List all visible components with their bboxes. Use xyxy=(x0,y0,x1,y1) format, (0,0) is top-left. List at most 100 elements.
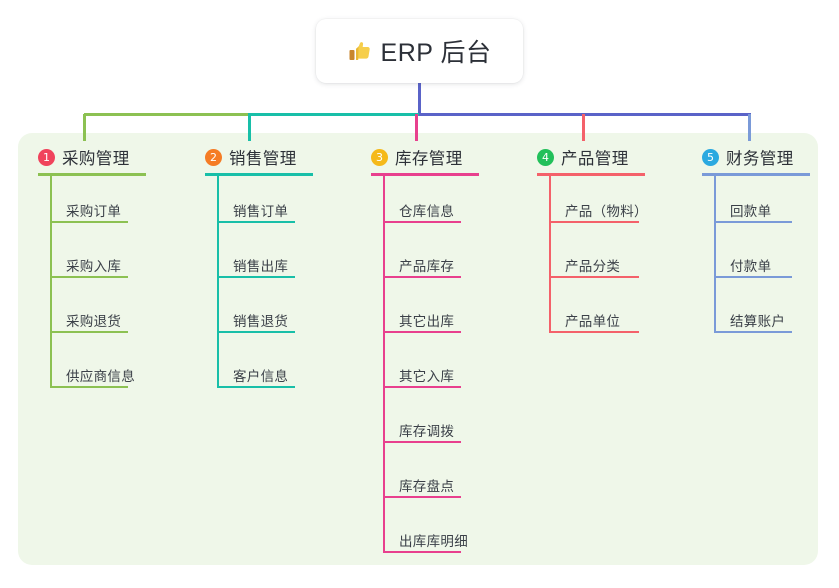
branch-column-1: 1 采购管理采购订单采购入库采购退货供应商信息 xyxy=(38,143,146,394)
leaf-label: 其它出库 xyxy=(399,314,455,329)
branch-underline-2 xyxy=(205,173,313,176)
leaf-underline xyxy=(714,221,792,223)
leaf-node[interactable]: 销售订单 xyxy=(205,174,297,229)
leaf-underline xyxy=(50,276,128,278)
leaf-label: 结算账户 xyxy=(730,314,786,329)
leaf-underline xyxy=(383,331,461,333)
leaf-node[interactable]: 库存盘点 xyxy=(371,449,463,504)
leaf-node[interactable]: 产品（物料） xyxy=(537,174,648,229)
branch-children-1: 采购订单采购入库采购退货供应商信息 xyxy=(38,174,135,394)
leaf-underline xyxy=(549,221,639,223)
leaf-node[interactable]: 采购退货 xyxy=(38,284,130,339)
leaf-node[interactable]: 库存调拨 xyxy=(371,394,463,449)
root-node-label: ERP 后台 xyxy=(348,33,492,69)
leaf-label: 供应商信息 xyxy=(66,369,135,384)
branch-children-2: 销售订单销售出库销售退货客户信息 xyxy=(205,174,297,394)
branch-title-2: 销售管理 xyxy=(229,150,297,168)
leaf-underline xyxy=(217,331,295,333)
branch-header-2[interactable]: 2 销售管理 xyxy=(205,143,313,176)
leaf-node[interactable]: 客户信息 xyxy=(205,339,297,394)
branch-underline-3 xyxy=(371,173,479,176)
leaf-label: 仓库信息 xyxy=(399,204,455,219)
leaf-underline xyxy=(217,386,295,388)
leaf-underline xyxy=(549,276,639,278)
branch-spine-1 xyxy=(50,174,52,388)
branch-underline-4 xyxy=(537,173,645,176)
leaf-label: 采购退货 xyxy=(66,314,122,329)
branch-header-4[interactable]: 4 产品管理 xyxy=(537,143,645,176)
leaf-label: 产品单位 xyxy=(565,314,621,329)
leaf-label: 库存调拨 xyxy=(399,424,455,439)
leaf-underline xyxy=(50,386,128,388)
branch-children-3: 仓库信息产品库存其它出库其它入库库存调拨库存盘点出库库明细 xyxy=(371,174,468,559)
leaf-label: 出库库明细 xyxy=(399,534,468,549)
branch-spine-3 xyxy=(383,174,385,553)
leaf-node[interactable]: 付款单 xyxy=(702,229,794,284)
leaf-label: 产品（物料） xyxy=(565,204,648,219)
leaf-node[interactable]: 仓库信息 xyxy=(371,174,463,229)
leaf-node[interactable]: 回款单 xyxy=(702,174,794,229)
branch-badge-icon-5: 5 xyxy=(702,148,719,166)
thumbs-up-icon xyxy=(348,40,372,64)
branch-column-2: 2 销售管理销售订单销售出库销售退货客户信息 xyxy=(205,143,313,394)
leaf-label: 销售出库 xyxy=(233,259,289,274)
leaf-node[interactable]: 产品库存 xyxy=(371,229,463,284)
leaf-underline xyxy=(383,441,461,443)
leaf-underline xyxy=(383,551,461,553)
leaf-underline xyxy=(383,496,461,498)
branch-header-5[interactable]: 5 财务管理 xyxy=(702,143,810,176)
leaf-underline xyxy=(714,276,792,278)
leaf-node[interactable]: 其它入库 xyxy=(371,339,463,394)
leaf-underline xyxy=(217,221,295,223)
root-title-text: ERP 后台 xyxy=(380,39,492,67)
branch-column-4: 4 产品管理产品（物料） 产品分类产品单位 xyxy=(537,143,648,339)
branch-badge-icon-4: 4 xyxy=(537,148,554,166)
leaf-label: 客户信息 xyxy=(233,369,289,384)
branch-header-3[interactable]: 3 库存管理 xyxy=(371,143,479,176)
branch-spine-2 xyxy=(217,174,219,388)
branch-badge-icon-2: 2 xyxy=(205,148,222,166)
leaf-label: 销售退货 xyxy=(233,314,289,329)
leaf-node[interactable]: 结算账户 xyxy=(702,284,794,339)
branch-badge-icon-3: 3 xyxy=(371,148,388,166)
leaf-label: 其它入库 xyxy=(399,369,455,384)
leaf-label: 回款单 xyxy=(730,204,772,219)
leaf-label: 付款单 xyxy=(730,259,772,274)
leaf-node[interactable]: 其它出库 xyxy=(371,284,463,339)
leaf-underline xyxy=(383,386,461,388)
leaf-label: 产品库存 xyxy=(399,259,455,274)
branch-children-5: 回款单付款单结算账户 xyxy=(702,174,794,339)
leaf-node[interactable]: 采购入库 xyxy=(38,229,130,284)
leaf-node[interactable]: 产品分类 xyxy=(537,229,639,284)
leaf-underline xyxy=(714,331,792,333)
branch-column-5: 5 财务管理回款单付款单结算账户 xyxy=(702,143,810,339)
branch-column-3: 3 库存管理仓库信息产品库存其它出库其它入库库存调拨库存盘点出库库明细 xyxy=(371,143,479,559)
leaf-underline xyxy=(50,331,128,333)
branch-title-5: 财务管理 xyxy=(726,150,794,168)
branch-underline-1 xyxy=(38,173,146,176)
branch-title-1: 采购管理 xyxy=(62,150,130,168)
leaf-underline xyxy=(549,331,639,333)
leaf-underline xyxy=(383,276,461,278)
branch-title-3: 库存管理 xyxy=(395,150,463,168)
leaf-node[interactable]: 销售出库 xyxy=(205,229,297,284)
leaf-node[interactable]: 采购订单 xyxy=(38,174,130,229)
leaf-underline xyxy=(50,221,128,223)
leaf-node[interactable]: 销售退货 xyxy=(205,284,297,339)
branch-children-4: 产品（物料） 产品分类产品单位 xyxy=(537,174,648,339)
branch-underline-5 xyxy=(702,173,810,176)
leaf-node[interactable]: 出库库明细 xyxy=(371,504,468,559)
leaf-underline xyxy=(383,221,461,223)
leaf-node[interactable]: 产品单位 xyxy=(537,284,639,339)
branches-panel xyxy=(18,133,818,565)
branch-header-1[interactable]: 1 采购管理 xyxy=(38,143,146,176)
leaf-label: 采购入库 xyxy=(66,259,122,274)
branch-badge-icon-1: 1 xyxy=(38,148,55,166)
leaf-label: 库存盘点 xyxy=(399,479,455,494)
root-node[interactable]: ERP 后台 xyxy=(316,19,523,83)
branch-title-4: 产品管理 xyxy=(561,150,629,168)
branch-spine-5 xyxy=(714,174,716,333)
leaf-node[interactable]: 供应商信息 xyxy=(38,339,135,394)
leaf-label: 产品分类 xyxy=(565,259,621,274)
